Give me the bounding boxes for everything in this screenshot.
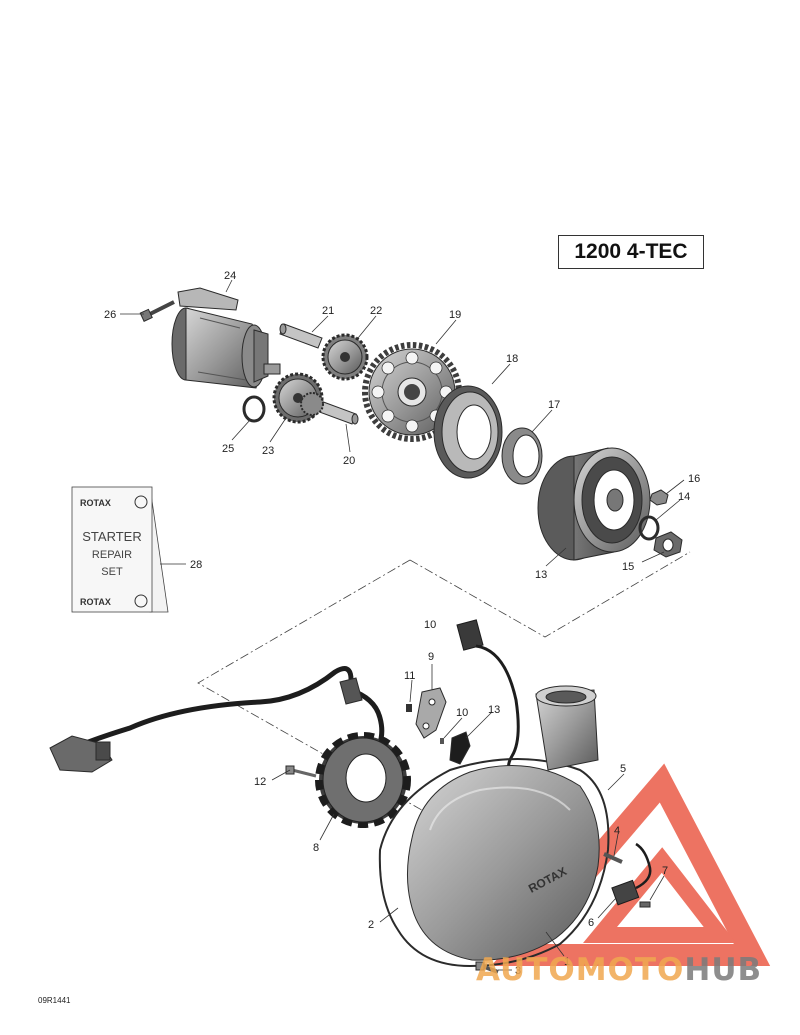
flywheel-bolt: [649, 489, 669, 506]
callout-22: 21: [322, 305, 334, 317]
callout-20: 19: [449, 309, 461, 321]
callout-15: 14: [678, 491, 690, 503]
bushing: [501, 427, 543, 485]
callout-13: 13: [488, 704, 500, 716]
callout-10-mid: 10: [456, 707, 468, 719]
starter-bolt: [139, 300, 175, 322]
starter-repair-set-booklet: ROTAX STARTER REPAIR SET ROTAX: [71, 486, 169, 613]
model-label-box: 1200 4-TEC: [558, 235, 704, 269]
booklet-line2: REPAIR: [92, 549, 132, 561]
callout-26: 25: [222, 443, 234, 455]
flywheel-nut: [653, 531, 683, 558]
reference-code: 09R1441: [38, 996, 71, 1005]
callout-14: 13: [535, 569, 547, 581]
callout-2: 2: [368, 919, 374, 931]
ring-gear: [362, 342, 462, 442]
callout-6: 6: [588, 917, 594, 929]
callout-10-top: 10: [424, 619, 436, 631]
callout-3: 3: [515, 965, 521, 977]
callout-4: 4: [614, 825, 620, 837]
booklet-line3: SET: [101, 566, 123, 578]
callout-19: 18: [506, 353, 518, 365]
callout-18: 17: [548, 399, 560, 411]
flywheel: [537, 447, 651, 561]
starter-motor: [171, 287, 281, 389]
o-ring: [242, 395, 266, 423]
callout-28: 28: [190, 559, 202, 571]
double-gear: [272, 372, 324, 424]
washer: [638, 515, 660, 541]
model-label: 1200 4-TEC: [574, 240, 688, 263]
sensor-screw: [440, 738, 444, 744]
bracket-screw: [406, 704, 412, 712]
speed-sensor: [611, 842, 652, 906]
sensor-bolt: [603, 852, 623, 864]
booklet-brand-top: ROTAX: [80, 498, 111, 508]
callout-11: 11: [404, 670, 415, 682]
retaining-bracket: [415, 687, 447, 739]
callout-27: 26: [104, 309, 116, 321]
wire-grommet: [449, 731, 471, 765]
leader-lines: [120, 279, 685, 971]
idler-gear: [321, 333, 369, 381]
callout-1: 1: [564, 956, 570, 968]
watermark-part2: HUB: [684, 952, 763, 988]
cover-gasket: [378, 758, 610, 968]
callout-12: 12: [254, 776, 266, 788]
cover-bolt: [475, 961, 499, 974]
sensor-connector: [456, 619, 531, 782]
callout-23: 22: [370, 305, 382, 317]
callout-24: 23: [262, 445, 274, 457]
cover-boss: [535, 685, 599, 771]
watermark-part1: AUTOMOTO: [476, 952, 685, 988]
callout-numbers: 24 26 21 22 19 18 17 25 23 20 16 14 15 1…: [104, 270, 700, 977]
stator-screw: [285, 765, 317, 778]
booklet-brand-bottom: ROTAX: [80, 597, 111, 607]
booklet-line1: STARTER: [82, 529, 141, 544]
callout-9: 9: [428, 651, 434, 663]
harness-connector: [49, 677, 363, 773]
callout-16: 15: [622, 561, 634, 573]
callout-5: 5: [620, 763, 626, 775]
sprag-clutch-ring: [433, 385, 503, 479]
stator: [315, 732, 411, 828]
watermark-text: AUTOMOTOHUB: [476, 952, 762, 988]
magneto-cover: ROTAX: [406, 765, 600, 961]
callout-25: 24: [224, 270, 236, 282]
callout-8: 8: [313, 842, 319, 854]
callout-17: 16: [688, 473, 700, 485]
intermediate-shaft-upper: [279, 323, 323, 349]
sensor-retaining-screw: [639, 901, 651, 908]
callout-21: 20: [343, 455, 355, 467]
callout-7: 7: [662, 865, 668, 877]
